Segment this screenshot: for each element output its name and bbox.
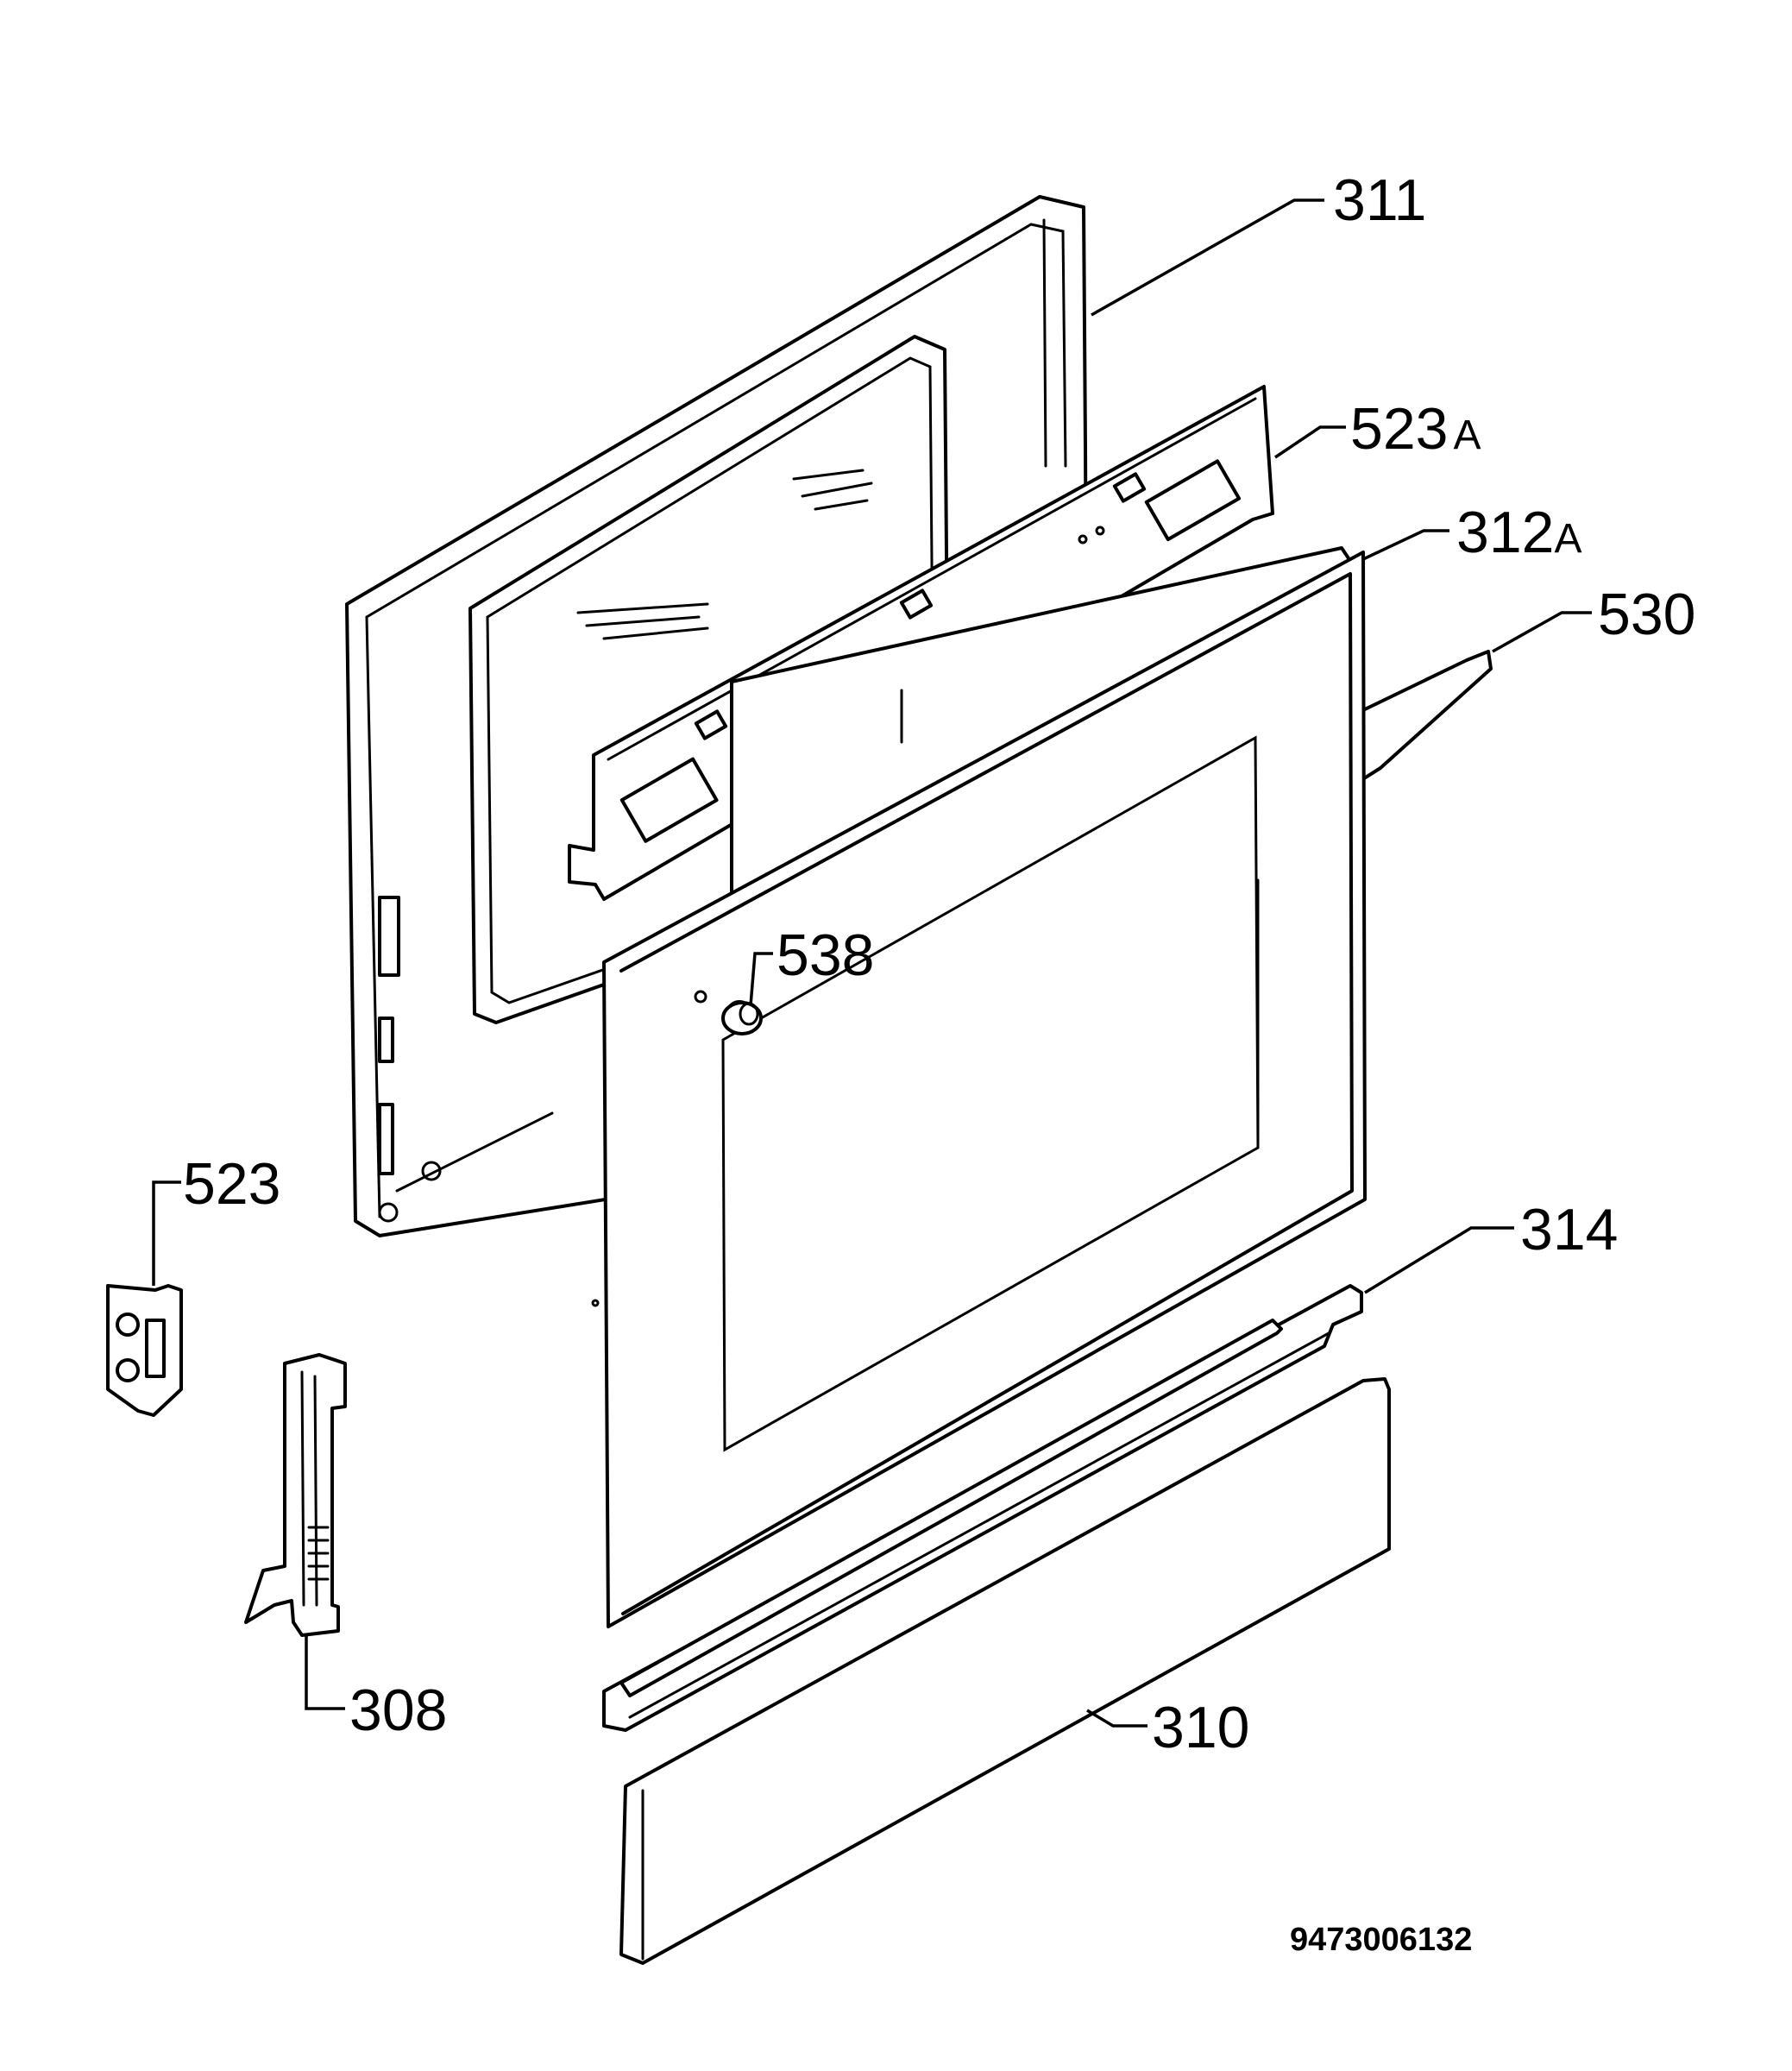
leader-523A — [1274, 425, 1346, 459]
part-538-spacer — [721, 1001, 763, 1036]
part-310-bottom-trim — [619, 1377, 1391, 1965]
callout-312A: 312A — [1456, 500, 1581, 565]
leader-310 — [1086, 1709, 1148, 1728]
callout-538: 538 — [777, 922, 874, 988]
leader-314 — [1364, 1226, 1514, 1294]
callout-523: 523 — [183, 1151, 280, 1217]
leader-530 — [1492, 611, 1592, 653]
leader-538 — [749, 952, 773, 1006]
leader-308 — [305, 1635, 345, 1710]
leader-523 — [152, 1180, 181, 1286]
callout-311: 311 — [1333, 167, 1426, 233]
leader-lines — [152, 198, 1592, 1728]
callout-310: 310 — [1152, 1695, 1249, 1760]
part-314-seal-strip — [602, 1284, 1363, 1732]
part-523-hinge-bracket — [106, 1284, 183, 1417]
part-308-hinge — [244, 1353, 347, 1637]
leader-311 — [1091, 198, 1324, 317]
callout-530: 530 — [1598, 582, 1695, 647]
leader-312A — [1362, 529, 1449, 561]
callout-308: 308 — [349, 1678, 447, 1743]
front-door-panel — [591, 551, 1367, 1628]
callout-314: 314 — [1520, 1197, 1618, 1262]
diagram-number: 9473006132 — [1290, 1922, 1472, 1958]
